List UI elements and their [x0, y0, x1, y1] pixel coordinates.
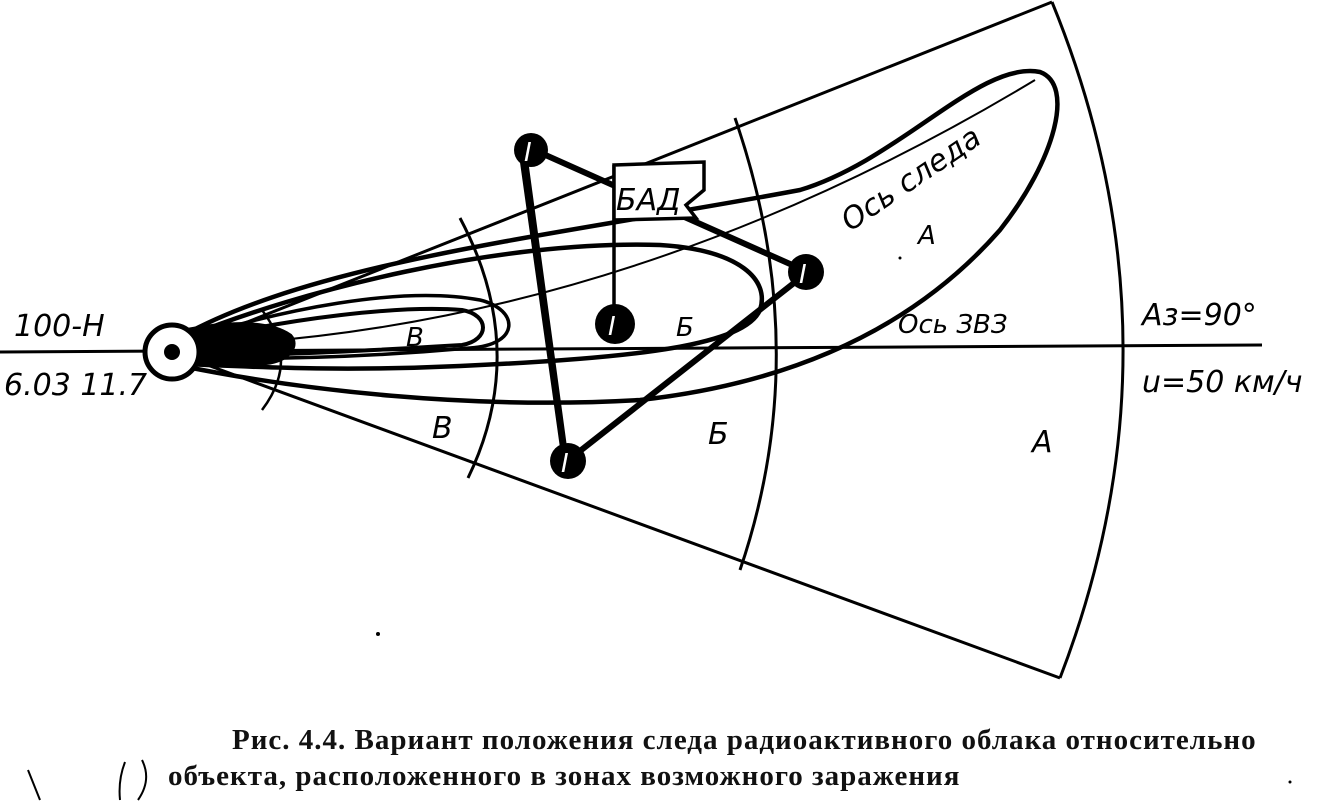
contour-zone-a [180, 68, 1060, 405]
flag-marker: БАД [612, 160, 706, 324]
figure-caption-line-2: объекта, расположенного в зонах возможно… [168, 760, 961, 792]
zone-sector [171, 0, 1125, 680]
source-point [142, 322, 202, 382]
source-time-label: 6.03 11.7 [4, 368, 147, 403]
svg-text:I: I [799, 260, 807, 290]
margin-stroke [118, 761, 126, 801]
azimuth-label: Аз=90° [1140, 298, 1257, 333]
trace-axis-label: Ось следа [835, 120, 988, 239]
margin-stroke [137, 759, 148, 801]
vertex-marker-bottom: I [550, 443, 586, 479]
source-code-label: 100-Н [14, 309, 105, 344]
zone-trace-v-label: В [406, 323, 424, 353]
svg-text:I: I [608, 312, 616, 342]
svg-text:I: I [561, 449, 569, 479]
trace-contours [180, 68, 1060, 405]
sector-arc-b-a [733, 117, 778, 571]
zvz-axis-label: Ось ЗВЗ [898, 310, 1008, 340]
zone-trace-a-label: А [916, 221, 936, 251]
speck [1288, 780, 1292, 784]
margin-stroke [27, 769, 41, 801]
sector-outer-arc [1050, 1, 1125, 679]
contour-zone-g [187, 322, 296, 367]
zone-sector-v-label: В [432, 411, 453, 446]
zone-sector-b-label: Б [708, 417, 729, 452]
vertex-markers: I I I I [514, 133, 824, 479]
wind-speed-label: u=50 км/ч [1142, 365, 1302, 400]
vertex-marker-center: I [595, 304, 635, 344]
vertex-marker-right: I [788, 254, 824, 290]
speck [898, 256, 902, 260]
zone-trace-b-label: Б [676, 313, 694, 343]
sector-lower-edge [171, 350, 1061, 680]
contour-zone-v-outer [185, 293, 511, 361]
figure-caption-line-1: Рис. 4.4. Вариант положения следа радиоа… [232, 724, 1257, 756]
object-label: БАД [616, 183, 681, 218]
speck [376, 632, 380, 636]
vertex-marker-top: I [514, 133, 548, 168]
trace-axis-line [189, 79, 1036, 347]
zone-sector-a-label: А [1030, 425, 1053, 460]
svg-text:I: I [524, 138, 532, 168]
contour-zone-v-inner [189, 306, 485, 358]
